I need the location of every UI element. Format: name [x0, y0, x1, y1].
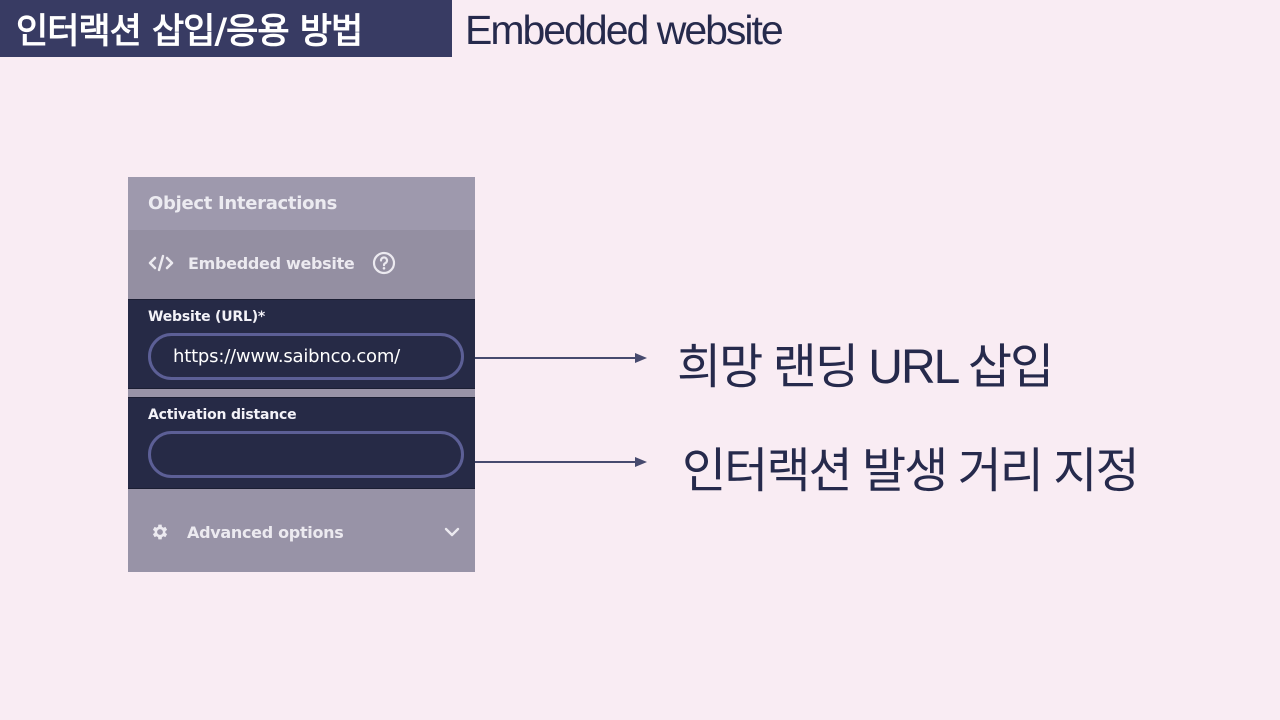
activation-distance-input[interactable] [148, 431, 464, 478]
help-circle-icon[interactable] [372, 251, 396, 275]
object-interactions-panel: Object Interactions Embedded website [128, 177, 475, 572]
slide-subtitle: Embedded website [465, 6, 784, 53]
website-url-label: Website (URL)* [148, 309, 266, 325]
website-url-input[interactable]: https://www.saibnco.com/ [148, 333, 464, 380]
section-title: Embedded website [188, 253, 355, 273]
advanced-options-label: Advanced options [187, 522, 344, 542]
website-url-field-group: Website (URL)* https://www.saibnco.com/ [128, 299, 475, 389]
advanced-options-toggle[interactable]: Advanced options [128, 490, 475, 572]
code-icon [148, 253, 174, 273]
annotation-distance: 인터랙션 발생 거리 지정 [682, 445, 1140, 498]
slide-title: 인터랙션 삽입/응용 방법 [0, 0, 452, 57]
activation-distance-field-group: Activation distance [128, 397, 475, 489]
arrow-icon [475, 349, 647, 363]
arrow-icon [475, 453, 647, 467]
panel-title: Object Interactions [128, 177, 475, 230]
slide-title-text: 인터랙션 삽입/응용 방법 [16, 12, 363, 52]
activation-distance-label: Activation distance [148, 407, 297, 423]
embedded-website-section-header: Embedded website [128, 230, 475, 342]
chevron-down-icon[interactable] [442, 522, 462, 542]
annotation-url: 희망 랜딩 URL 삽입 [677, 341, 1054, 394]
gear-icon [150, 522, 170, 542]
